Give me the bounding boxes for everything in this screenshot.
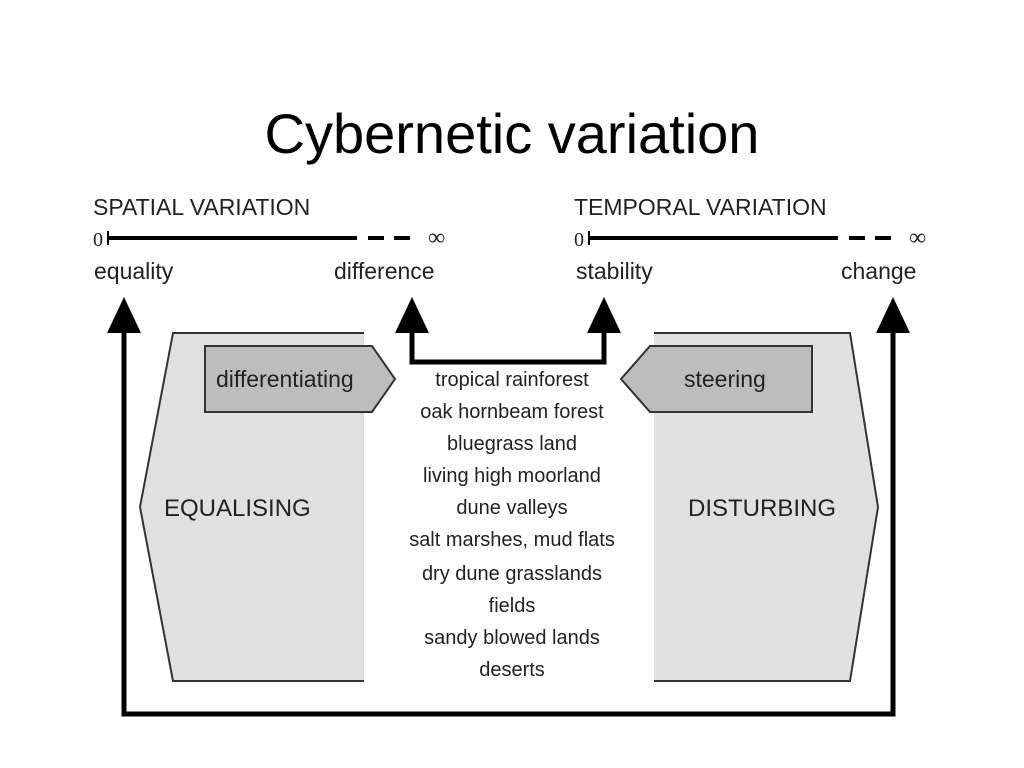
- disturbing-panel: [654, 333, 878, 681]
- spatial-infinity-label: ∞: [428, 225, 445, 251]
- slide-title: Cybernetic variation: [264, 102, 760, 165]
- temporal-infinity-label: ∞: [909, 225, 926, 251]
- ecosystem-item: oak hornbeam forest: [420, 401, 604, 423]
- ecosystem-item: salt marshes, mud flats: [409, 529, 615, 551]
- disturbing-panel-outline: [654, 332, 880, 682]
- ecosystem-item: dune valleys: [456, 497, 567, 519]
- difference-label: difference: [334, 258, 435, 284]
- outer-feedback-loop: [121, 330, 896, 717]
- equality-label: equality: [94, 258, 174, 284]
- ecosystem-item: sandy blowed lands: [424, 627, 600, 649]
- difference-arrowhead: [395, 297, 429, 333]
- ecosystem-item: dry dune grasslands: [422, 563, 602, 585]
- spatial-zero-label: 0: [93, 229, 103, 251]
- change-arrowhead: [876, 297, 910, 333]
- equalising-panel-outline: [138, 332, 364, 682]
- ecosystem-item: living high moorland: [423, 465, 601, 487]
- ecosystem-item: fields: [489, 595, 536, 617]
- change-label: change: [841, 258, 916, 284]
- equalising-panel: [140, 333, 364, 681]
- stability-arrowhead: [587, 297, 621, 333]
- equality-arrowhead: [107, 297, 141, 333]
- equalising-label: EQUALISING: [164, 495, 311, 522]
- ecosystem-list: tropical rainforest oak hornbeam forest …: [409, 369, 615, 681]
- differentiating-label: differentiating: [216, 366, 354, 392]
- stability-label: stability: [576, 258, 653, 284]
- center-connector-line: [409, 330, 607, 365]
- temporal-variation-heading: TEMPORAL VARIATION: [574, 194, 827, 220]
- steering-label: steering: [684, 366, 766, 392]
- disturbing-label: DISTURBING: [688, 495, 836, 522]
- ecosystem-item: deserts: [479, 659, 545, 681]
- steering-arrow: [619, 345, 813, 413]
- temporal-zero-label: 0: [574, 229, 584, 251]
- ecosystem-item: tropical rainforest: [435, 369, 589, 391]
- spatial-variation-heading: SPATIAL VARIATION: [93, 194, 310, 220]
- differentiating-arrow: [204, 345, 397, 413]
- ecosystem-item: bluegrass land: [447, 433, 577, 455]
